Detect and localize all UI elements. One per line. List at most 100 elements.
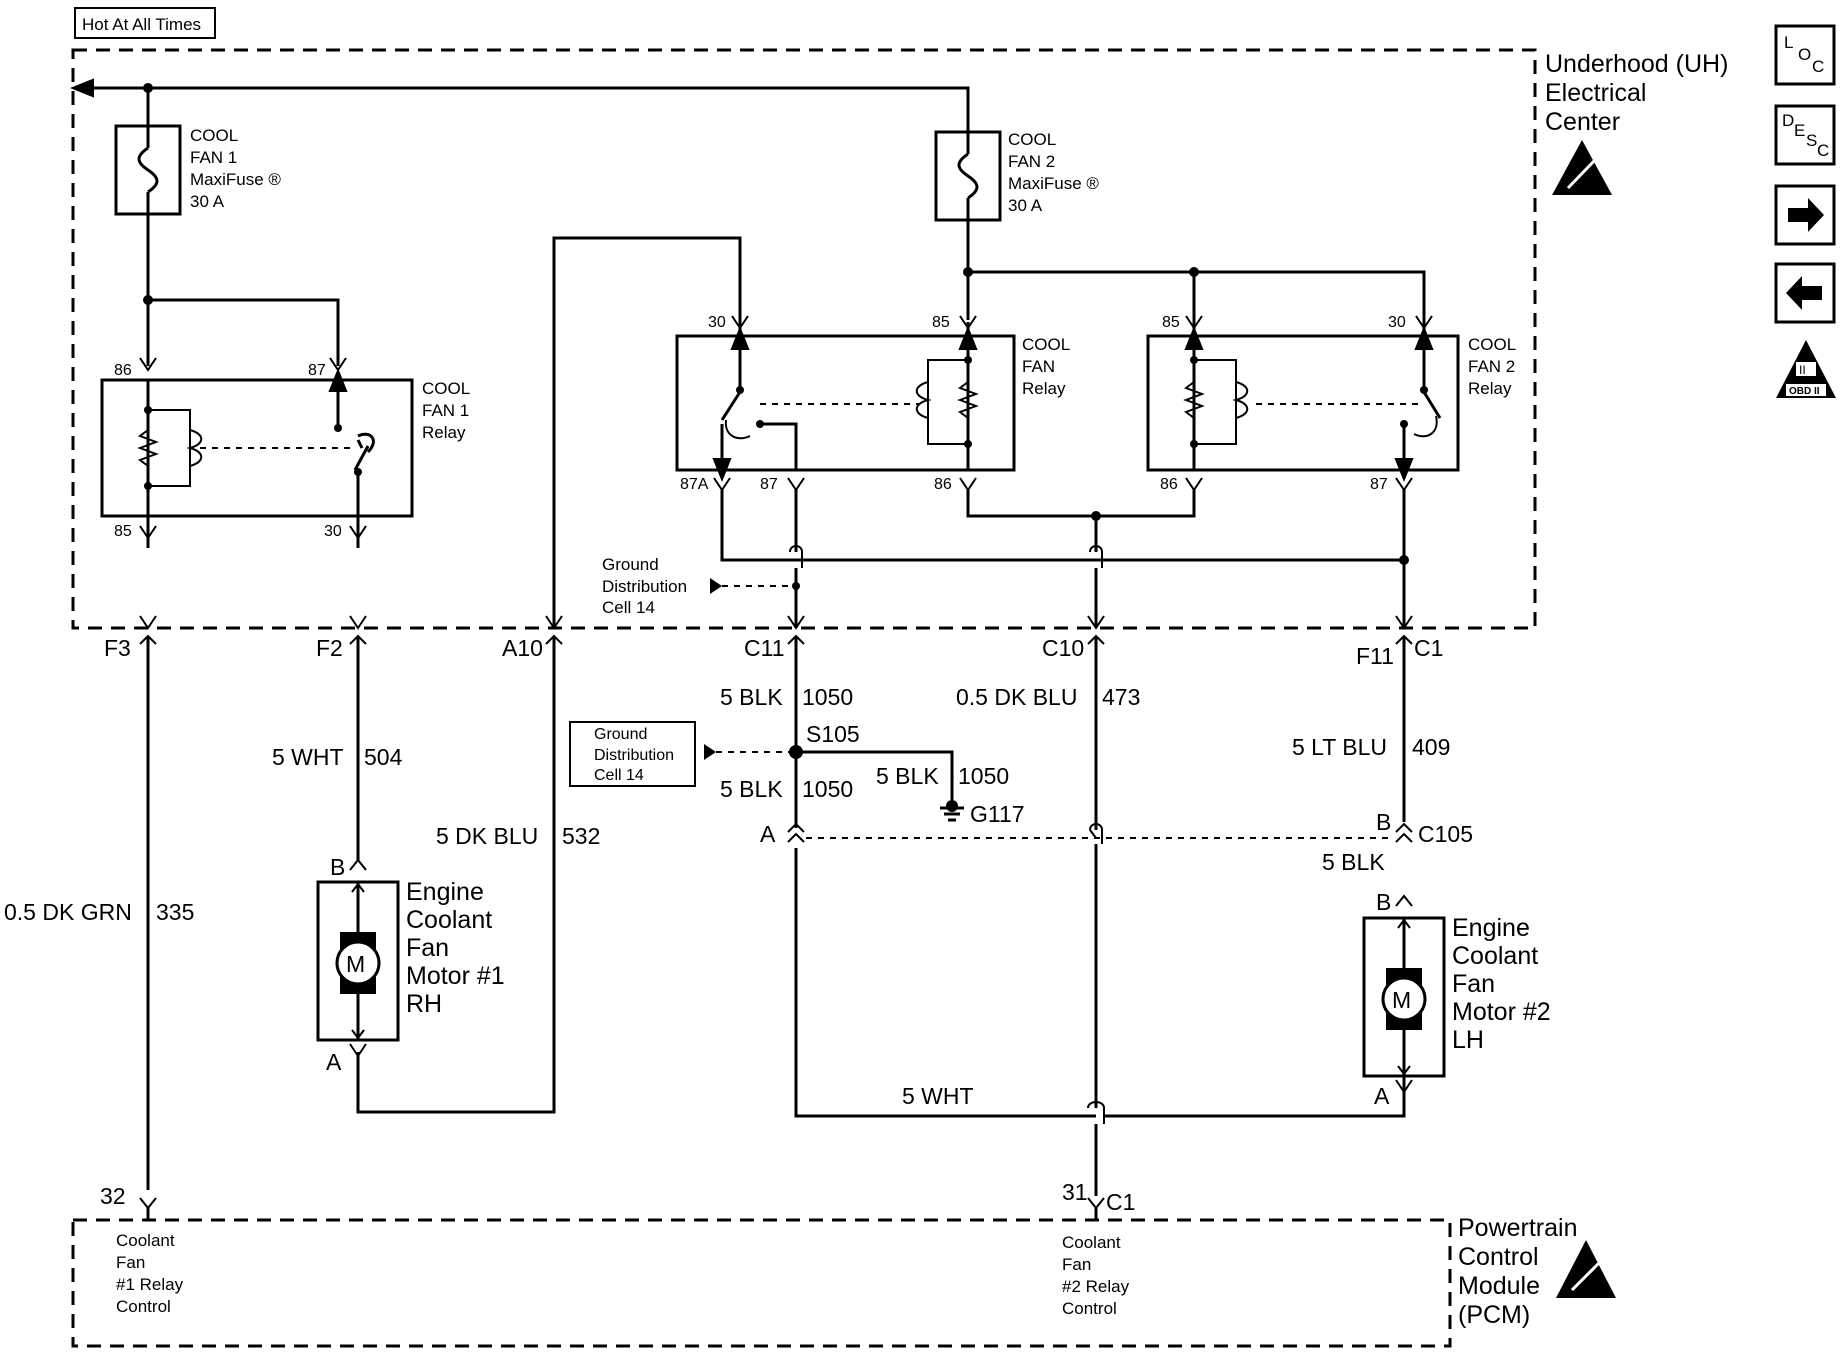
svg-text:1050: 1050 xyxy=(802,684,853,710)
svg-text:473: 473 xyxy=(1102,684,1140,710)
arrow-left-icon[interactable] xyxy=(1774,262,1836,324)
svg-text:5 WHT: 5 WHT xyxy=(272,744,344,770)
svg-text:86: 86 xyxy=(114,362,132,379)
svg-text:Coolant: Coolant xyxy=(406,906,492,934)
svg-text:Module: Module xyxy=(1458,1272,1540,1300)
svg-text:COOL: COOL xyxy=(422,379,470,398)
svg-text:#1 Relay: #1 Relay xyxy=(116,1275,184,1294)
svg-text:Motor #1: Motor #1 xyxy=(406,962,505,990)
svg-text:COOL: COOL xyxy=(1008,130,1056,149)
svg-text:Electrical: Electrical xyxy=(1545,79,1646,107)
svg-text:II: II xyxy=(1799,363,1806,377)
svg-text:FAN 2: FAN 2 xyxy=(1468,357,1515,376)
svg-text:Motor #2: Motor #2 xyxy=(1452,998,1551,1026)
svg-text:Ground: Ground xyxy=(594,726,647,743)
svg-text:L: L xyxy=(1784,33,1793,52)
svg-text:Control: Control xyxy=(1458,1243,1539,1271)
svg-text:B: B xyxy=(1376,889,1391,915)
svg-text:A: A xyxy=(1374,1083,1390,1109)
svg-text:COOL: COOL xyxy=(190,126,238,145)
svg-text:85: 85 xyxy=(114,523,132,540)
svg-text:C1: C1 xyxy=(1106,1189,1135,1215)
svg-text:FAN: FAN xyxy=(1022,357,1055,376)
svg-text:C105: C105 xyxy=(1418,821,1473,847)
svg-text:C: C xyxy=(1812,57,1824,76)
wire-5wht xyxy=(794,848,1096,1118)
svg-text:5 DK BLU: 5 DK BLU xyxy=(436,823,538,849)
svg-text:FAN 1: FAN 1 xyxy=(422,401,469,420)
svg-text:Engine: Engine xyxy=(406,878,484,906)
svg-text:5 LT BLU: 5 LT BLU xyxy=(1292,734,1387,760)
svg-text:Hot At All Times: Hot At All Times xyxy=(82,15,201,34)
svg-text:B: B xyxy=(330,854,345,880)
svg-text:87A: 87A xyxy=(680,476,709,493)
svg-text:Center: Center xyxy=(1545,108,1620,136)
svg-text:Coolant: Coolant xyxy=(116,1231,175,1250)
svg-text:Control: Control xyxy=(116,1297,171,1316)
svg-text:Relay: Relay xyxy=(422,423,466,442)
engine-coolant-fan-motor-2: B M A Engine Coolant Fan Motor #2 LH xyxy=(1362,889,1551,1109)
svg-text:RH: RH xyxy=(406,990,442,1018)
svg-text:32: 32 xyxy=(100,1183,126,1209)
svg-text:87: 87 xyxy=(308,362,326,379)
svg-text:MaxiFuse ®: MaxiFuse ® xyxy=(190,170,281,189)
obd-ii-icon[interactable]: II OBD II xyxy=(1776,340,1836,398)
arrow-right-icon[interactable] xyxy=(1774,184,1836,246)
ground-distribution-ref-upper: Ground Distribution Cell 14 xyxy=(602,555,796,617)
svg-text:D: D xyxy=(1782,111,1794,130)
ground-g117-icon xyxy=(940,800,964,822)
svg-text:85: 85 xyxy=(932,314,950,331)
svg-text:O: O xyxy=(1798,45,1811,64)
svg-text:Control: Control xyxy=(1062,1299,1117,1318)
battery-bus xyxy=(148,86,970,132)
svg-text:M: M xyxy=(346,951,365,977)
esd-warning-icon xyxy=(1552,140,1612,195)
wire-532 xyxy=(356,636,556,1114)
svg-text:FAN 1: FAN 1 xyxy=(190,148,237,167)
svg-text:30: 30 xyxy=(1388,314,1406,331)
svg-text:F3: F3 xyxy=(104,635,131,661)
svg-text:86: 86 xyxy=(934,476,952,493)
svg-text:Relay: Relay xyxy=(1022,379,1066,398)
svg-text:Fan: Fan xyxy=(116,1253,145,1272)
svg-text:COOL: COOL xyxy=(1022,335,1070,354)
svg-text:COOL: COOL xyxy=(1468,335,1516,354)
svg-text:0.5 DK BLU: 0.5 DK BLU xyxy=(956,684,1077,710)
cool-fan-relay: 30 85 87A 87 86 COOL FAN Relay xyxy=(675,314,1070,493)
svg-text:86: 86 xyxy=(1160,476,1178,493)
wire-5wht-r xyxy=(1104,1052,1406,1118)
svg-text:S105: S105 xyxy=(806,721,860,747)
svg-text:C11: C11 xyxy=(744,635,785,661)
svg-text:Cell 14: Cell 14 xyxy=(594,767,644,784)
svg-text:LH: LH xyxy=(1452,1026,1484,1054)
svg-text:5 BLK: 5 BLK xyxy=(720,776,783,802)
svg-text:F11: F11 xyxy=(1356,643,1394,669)
svg-text:1050: 1050 xyxy=(802,776,853,802)
svg-text:31: 31 xyxy=(1062,1179,1088,1205)
svg-text:87: 87 xyxy=(1370,476,1388,493)
svg-text:Engine: Engine xyxy=(1452,914,1530,942)
svg-text:Distribution: Distribution xyxy=(602,577,687,596)
svg-text:5 WHT: 5 WHT xyxy=(902,1083,974,1109)
svg-text:504: 504 xyxy=(364,744,403,770)
svg-text:OBD II: OBD II xyxy=(1789,386,1820,397)
hot-at-all-times-box: Hot At All Times xyxy=(74,7,216,39)
cool-fan-2-fuse: COOL FAN 2 MaxiFuse ® 30 A xyxy=(934,130,1099,222)
svg-text:5 BLK: 5 BLK xyxy=(720,684,783,710)
wire-a10-to-relay30 xyxy=(552,236,742,628)
svg-text:A: A xyxy=(326,1049,342,1075)
svg-text:87: 87 xyxy=(760,476,778,493)
svg-text:F2: F2 xyxy=(316,635,343,661)
engine-coolant-fan-motor-1: B M A Engine Coolant Fan Motor #1 RH xyxy=(316,854,505,1075)
svg-text:5 BLK: 5 BLK xyxy=(876,763,939,789)
desc-button[interactable]: D E S C xyxy=(1774,104,1836,166)
uh-label: Underhood (UH) Electrical Center xyxy=(1545,50,1728,195)
svg-text:Distribution: Distribution xyxy=(594,747,674,764)
svg-text:M: M xyxy=(1392,987,1411,1013)
loc-button[interactable]: L O C xyxy=(1774,24,1836,86)
svg-text:409: 409 xyxy=(1412,734,1450,760)
svg-text:A10: A10 xyxy=(502,635,543,661)
svg-text:Fan: Fan xyxy=(1062,1255,1091,1274)
svg-text:335: 335 xyxy=(156,899,194,925)
